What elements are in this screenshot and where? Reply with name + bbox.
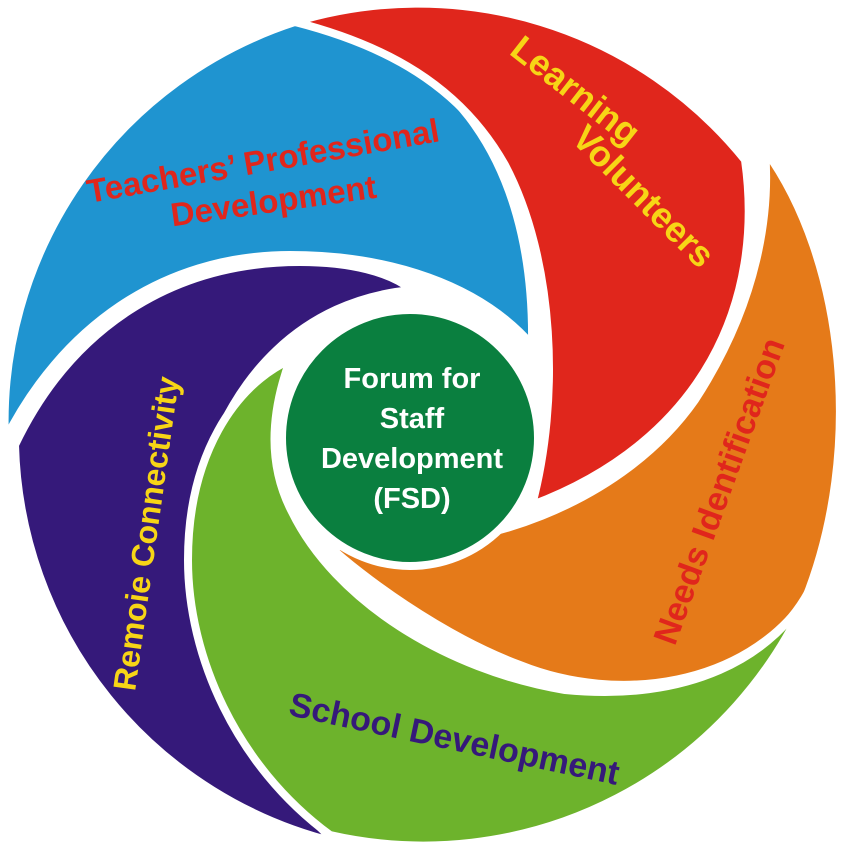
segment-teachers-professional-development — [0, 18, 537, 444]
center-line4: (FSD) — [373, 483, 450, 515]
center-circle — [278, 306, 542, 570]
center-line1: Forum for — [344, 363, 481, 395]
segment-school-development — [184, 356, 816, 848]
segment-learning-volunteers — [291, 0, 753, 509]
center-line2: Staff — [380, 403, 445, 435]
center-line3: Development — [321, 443, 503, 475]
